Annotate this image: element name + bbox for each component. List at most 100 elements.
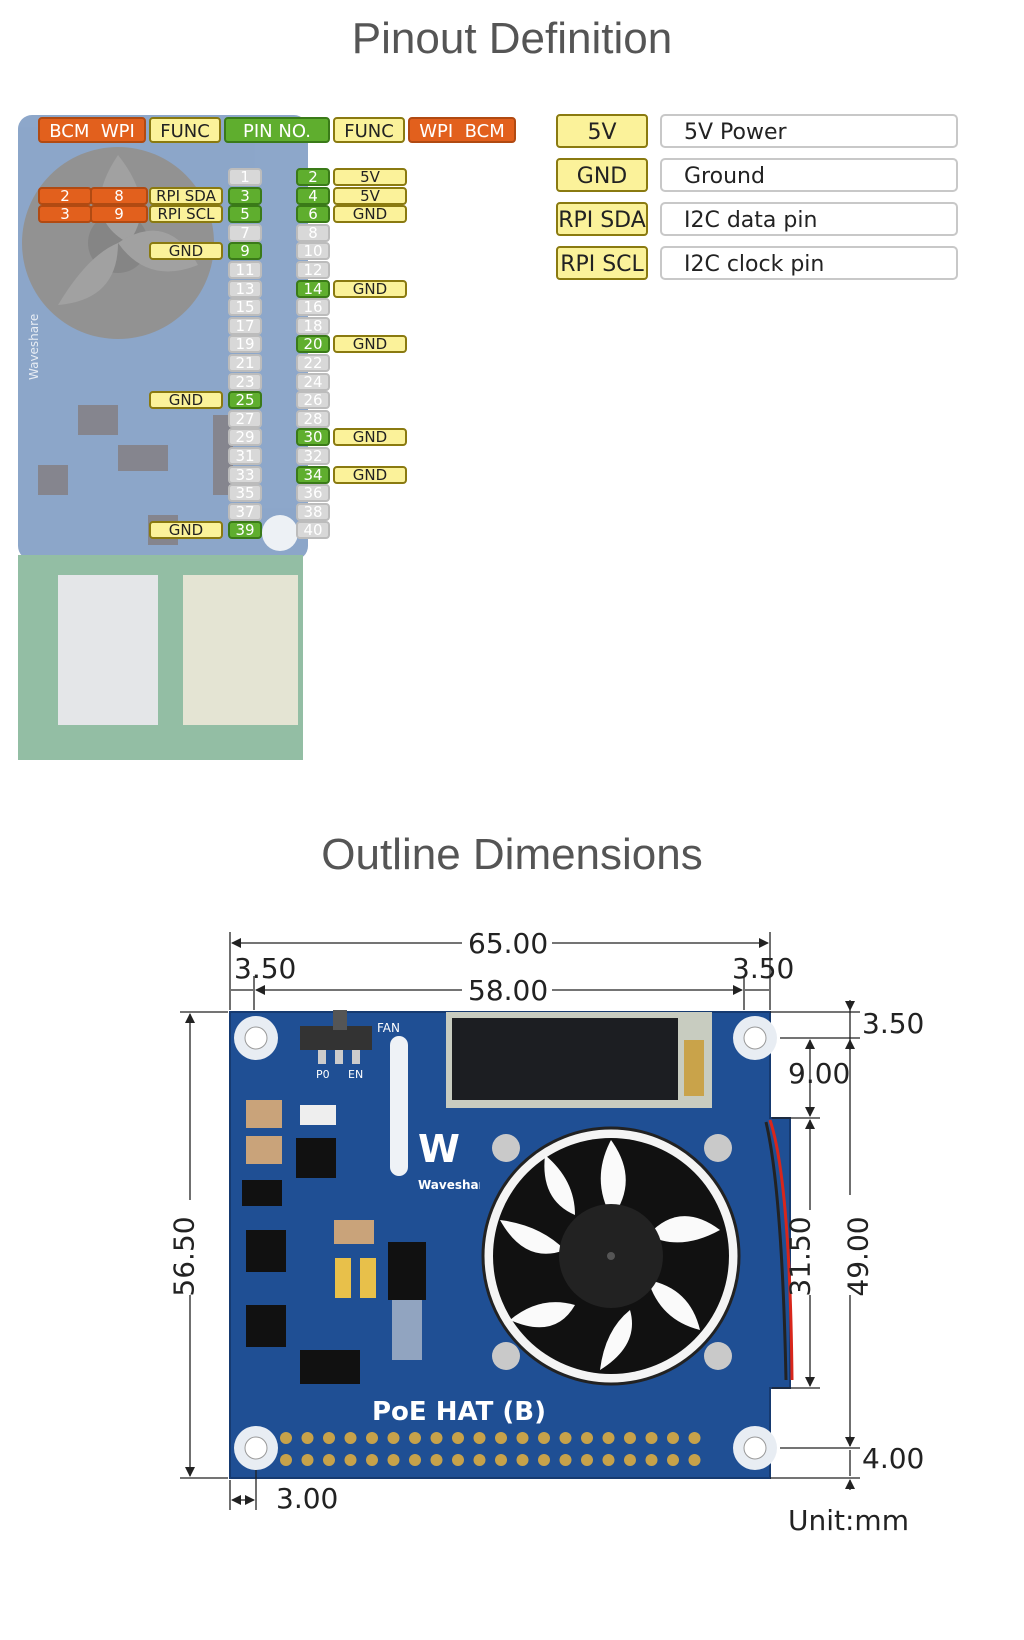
- gpio-pin: [280, 1454, 292, 1466]
- header-func-right: FUNC: [333, 117, 405, 143]
- pin-30-func: GND: [333, 428, 407, 447]
- pin-34-func: GND: [333, 465, 407, 484]
- pin-28: 28: [296, 409, 330, 428]
- legend-func-gnd: GND: [556, 158, 648, 192]
- unit-label: Unit:mm: [788, 1504, 909, 1537]
- pin-5-func: RPI SCL: [149, 205, 223, 224]
- gpio-pin: [495, 1454, 507, 1466]
- gpio-pin: [559, 1432, 572, 1444]
- pin-3-func: RPI SDA: [149, 186, 223, 205]
- pin-31: 31: [228, 447, 262, 465]
- dim-total-height: 56.50: [167, 1216, 201, 1297]
- gpio-pin: [495, 1432, 507, 1444]
- gpio-pin: [344, 1454, 357, 1466]
- pinout-title: Pinout Definition: [351, 14, 673, 63]
- gpio-pin: [688, 1432, 701, 1444]
- pin-7: 7: [228, 223, 262, 242]
- pin-13: 13: [228, 279, 262, 298]
- dim-inner-width: 58.00: [468, 974, 549, 1007]
- board-slot: [390, 1036, 408, 1176]
- gpio-pin: [538, 1432, 550, 1444]
- gpio-pin: [301, 1432, 314, 1444]
- gpio-pin: [301, 1454, 314, 1466]
- legend-desc-gnd: Ground: [660, 158, 958, 192]
- gpio-pin: [645, 1454, 658, 1466]
- cooling-fan: [480, 1125, 742, 1387]
- header-wpi-right: WPI: [419, 121, 454, 142]
- gpio-pin: [387, 1432, 400, 1444]
- gpio-pin: [516, 1432, 529, 1444]
- gpio-pin: [688, 1454, 701, 1466]
- gpio-pin: [430, 1454, 443, 1466]
- gpio-pin: [516, 1454, 529, 1466]
- pin-2: 2: [296, 168, 330, 186]
- pin-30: 30: [296, 428, 330, 447]
- pin-25: 25: [228, 391, 262, 410]
- gpio-pin: [430, 1432, 443, 1444]
- board-label: PoE HAT (B): [372, 1397, 546, 1427]
- dim-fan-height: 31.50: [783, 1216, 817, 1297]
- legend-desc-sda: I2C data pin: [660, 202, 958, 236]
- dim-bottom-margin: 4.00: [862, 1442, 925, 1475]
- dim-left-margin: 3.50: [234, 952, 297, 985]
- pin-5-wpi: 9: [90, 205, 148, 224]
- pin-1: 1: [228, 168, 262, 186]
- pin-29: 29: [228, 428, 262, 447]
- switch-label-p0: P0: [316, 1068, 330, 1081]
- gpio-pin: [452, 1432, 464, 1444]
- dim-hole-span: 49.00: [841, 1216, 875, 1297]
- gpio-pin: [344, 1432, 357, 1444]
- waveshare-logo-text: Waveshare: [418, 1178, 493, 1192]
- pin-4: 4: [296, 186, 330, 205]
- gpio-pin: [387, 1454, 400, 1466]
- pin-26: 26: [296, 391, 330, 410]
- header-bcm-wpi-left: BCM WPI: [38, 117, 146, 143]
- gpio-header-pins: [280, 1432, 701, 1466]
- pin-33: 33: [228, 465, 262, 484]
- pin-3: 3: [228, 186, 262, 205]
- pin-34: 34: [296, 465, 330, 484]
- fan-label: FAN: [377, 1021, 400, 1035]
- gpio-pin: [667, 1432, 679, 1444]
- pin-16: 16: [296, 298, 330, 317]
- gpio-pin: [602, 1432, 615, 1444]
- pin-27: 27: [228, 409, 262, 428]
- pin-5: 5: [228, 205, 262, 224]
- dim-total-width: 65.00: [468, 927, 549, 960]
- gpio-pin: [473, 1454, 486, 1466]
- gpio-pin: [581, 1454, 593, 1466]
- gpio-pin: [624, 1432, 636, 1444]
- pin-20: 20: [296, 335, 330, 354]
- dim-top-offset: 9.00: [788, 1057, 851, 1090]
- pinout-logo-text: Waveshare: [27, 314, 41, 380]
- pcb-components: [242, 1100, 426, 1384]
- header-bcm-left: BCM: [49, 121, 90, 142]
- pin-24: 24: [296, 372, 330, 391]
- legend-desc-scl: I2C clock pin: [660, 246, 958, 280]
- legend-func-sda: RPI SDA: [556, 202, 648, 236]
- gpio-pin: [538, 1454, 550, 1466]
- mount-hole-tl: [234, 1016, 278, 1060]
- legend-func-5v: 5V: [556, 114, 648, 148]
- header-bcm-right: BCM: [464, 121, 505, 142]
- gpio-pin: [409, 1432, 421, 1444]
- pin-20-func: GND: [333, 335, 407, 354]
- waveshare-logo-mark: W: [418, 1127, 460, 1171]
- pin-17: 17: [228, 316, 262, 335]
- gpio-pin: [323, 1432, 335, 1444]
- pin-39-func: GND: [149, 521, 223, 540]
- pin-3-bcm: 2: [38, 186, 92, 205]
- gpio-pin: [624, 1454, 636, 1466]
- gpio-pin: [645, 1432, 658, 1444]
- pin-14: 14: [296, 279, 330, 298]
- pin-14-func: GND: [333, 279, 407, 298]
- dim-hole-offset: 3.00: [276, 1482, 339, 1515]
- pin-23: 23: [228, 372, 262, 391]
- header-func-left: FUNC: [149, 117, 221, 143]
- header-wpi-bcm-right: WPI BCM: [408, 117, 516, 143]
- mount-hole-bl: [234, 1426, 278, 1470]
- gpio-pin: [559, 1454, 572, 1466]
- header-pin-no: PIN NO.: [224, 117, 330, 143]
- pin-6-func: GND: [333, 205, 407, 224]
- dim-top-margin: 3.50: [862, 1007, 925, 1040]
